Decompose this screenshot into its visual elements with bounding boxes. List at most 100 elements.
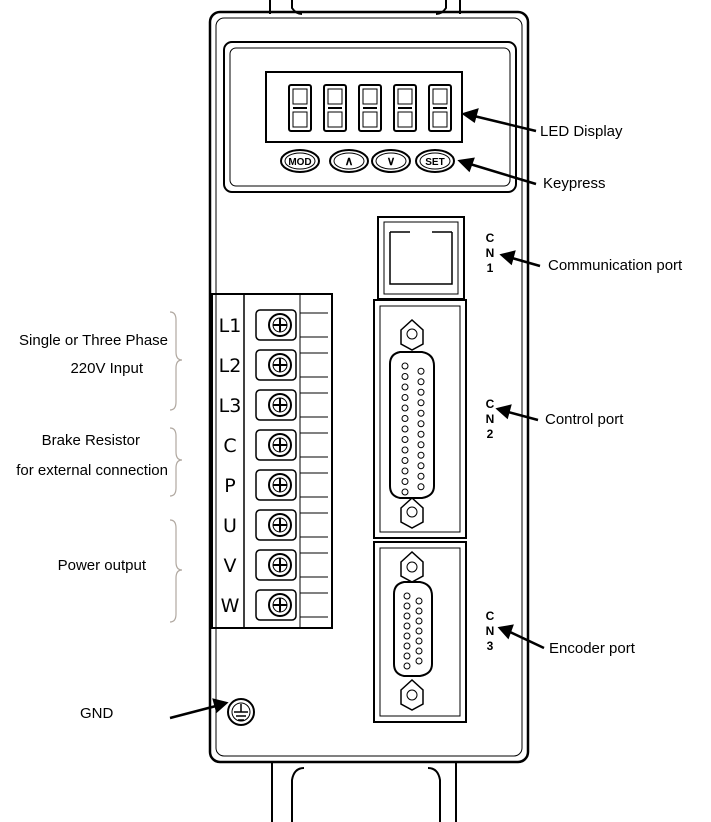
terminal-block [211, 293, 333, 629]
connector-pin [401, 436, 409, 443]
terminal-label: L1 [219, 315, 242, 337]
control-port-cn2[interactable] [373, 299, 467, 539]
connector-pin [417, 451, 425, 459]
terminal-label: C [223, 435, 236, 457]
callout-arrows [169, 108, 545, 720]
connector-pin [417, 472, 425, 480]
connector-pin [417, 441, 425, 449]
terminal-screw-icon[interactable] [268, 593, 292, 617]
cn3-label-n: N [486, 624, 495, 638]
terminal-screw-icon[interactable] [268, 513, 292, 537]
terminal-screw-icon[interactable] [268, 473, 292, 497]
terminal-label: W [221, 595, 240, 617]
keypad[interactable]: MOD ∧ ∨ SET [280, 149, 455, 173]
connector-pin [415, 597, 423, 605]
connector-pin [401, 404, 409, 412]
connector-pin [401, 415, 409, 422]
terminal-screw-icon[interactable] [268, 553, 292, 577]
front-panel [223, 41, 517, 193]
terminal-screw-icon[interactable] [268, 313, 292, 337]
cn3-label-num: 3 [487, 639, 494, 653]
control-port-label: Control port [545, 411, 624, 428]
keypress-label: Keypress [543, 175, 606, 192]
terminal-screw-icon[interactable] [268, 433, 292, 457]
keypad-button-label: SET [425, 157, 444, 168]
connector-pin [417, 483, 425, 491]
led-display-label: LED Display [540, 123, 623, 140]
connector-pin [417, 420, 425, 428]
terminal-row: U [223, 509, 328, 541]
connector-pin [403, 662, 411, 670]
terminal-row: W [221, 589, 328, 621]
connector-pin [415, 607, 423, 615]
keypad-button[interactable]: SET [415, 149, 455, 173]
drive-body [208, 10, 530, 764]
cn1-label-num: 1 [487, 261, 494, 275]
terminal-screw-icon[interactable] [268, 353, 292, 377]
connector-pin [401, 457, 409, 464]
connector-pin [403, 632, 411, 640]
terminal-screw-icon[interactable] [268, 393, 292, 417]
cn1-label-c: C [486, 231, 495, 245]
connector-pin [401, 425, 409, 433]
power-output-label: Power output [57, 557, 146, 574]
connector-pin [417, 378, 425, 386]
connector-pin [403, 622, 411, 630]
terminal-row: L3 [219, 389, 328, 421]
connector-pin [417, 388, 425, 396]
connector-pin [415, 617, 423, 625]
cn2-label-c: C [486, 397, 495, 411]
connector-pin [401, 394, 409, 401]
brake-label-line1: Brake Resistor [41, 432, 140, 449]
cn2-label-num: 2 [487, 427, 494, 441]
terminal-row: V [224, 549, 328, 581]
cn3-label-c: C [486, 609, 495, 623]
connector-pin [401, 478, 409, 485]
led-digit [288, 84, 312, 132]
label-braces [169, 311, 183, 623]
keypad-button-label: MOD [288, 157, 311, 168]
input-label-line2: 220V Input [70, 360, 143, 377]
connector-pin [415, 627, 423, 635]
led-digit [393, 84, 417, 132]
connector-pin [401, 446, 409, 454]
connector-pin [417, 409, 425, 417]
gnd-terminal [227, 698, 255, 726]
connector-pin [401, 467, 409, 475]
led-digit [358, 84, 382, 132]
terminal-row: P [224, 469, 328, 501]
encoder-port-label: Encoder port [549, 640, 635, 657]
connector-pin [401, 383, 409, 391]
connector-pin [401, 488, 409, 496]
gnd-label: GND [80, 705, 114, 722]
connector-pin [417, 430, 425, 438]
bottom-mounting-bracket [271, 762, 457, 822]
connector-pin [415, 637, 423, 645]
terminal-label: U [223, 515, 237, 537]
connector-pin [417, 399, 425, 407]
keypad-button[interactable]: MOD [280, 149, 320, 173]
connector-pin [401, 362, 409, 370]
connector-pin [403, 612, 411, 620]
keypad-button[interactable]: ∧ [329, 149, 369, 173]
connector-pin [417, 462, 425, 470]
cn2-label-n: N [486, 412, 495, 426]
cn-labels: C N 1 C N 2 C N 3 [486, 231, 495, 653]
led-digit [428, 84, 452, 132]
terminal-label: L2 [219, 355, 242, 377]
terminal-row: C [223, 429, 328, 461]
input-label-line1: Single or Three Phase [19, 332, 168, 349]
keypad-button-label: ∧ [345, 154, 354, 168]
terminal-row: L1 [219, 309, 328, 341]
encoder-port-cn3[interactable] [373, 541, 467, 723]
communication-port-cn1[interactable] [377, 216, 465, 300]
terminal-label: L3 [219, 395, 242, 417]
connector-pin [403, 592, 411, 600]
keypad-button[interactable]: ∨ [371, 149, 411, 173]
terminal-label: V [224, 555, 237, 577]
cn1-label-n: N [486, 246, 495, 260]
connector-pin [417, 367, 425, 375]
brake-label-line2: for external connection [16, 462, 168, 479]
connector-pin [403, 602, 411, 610]
